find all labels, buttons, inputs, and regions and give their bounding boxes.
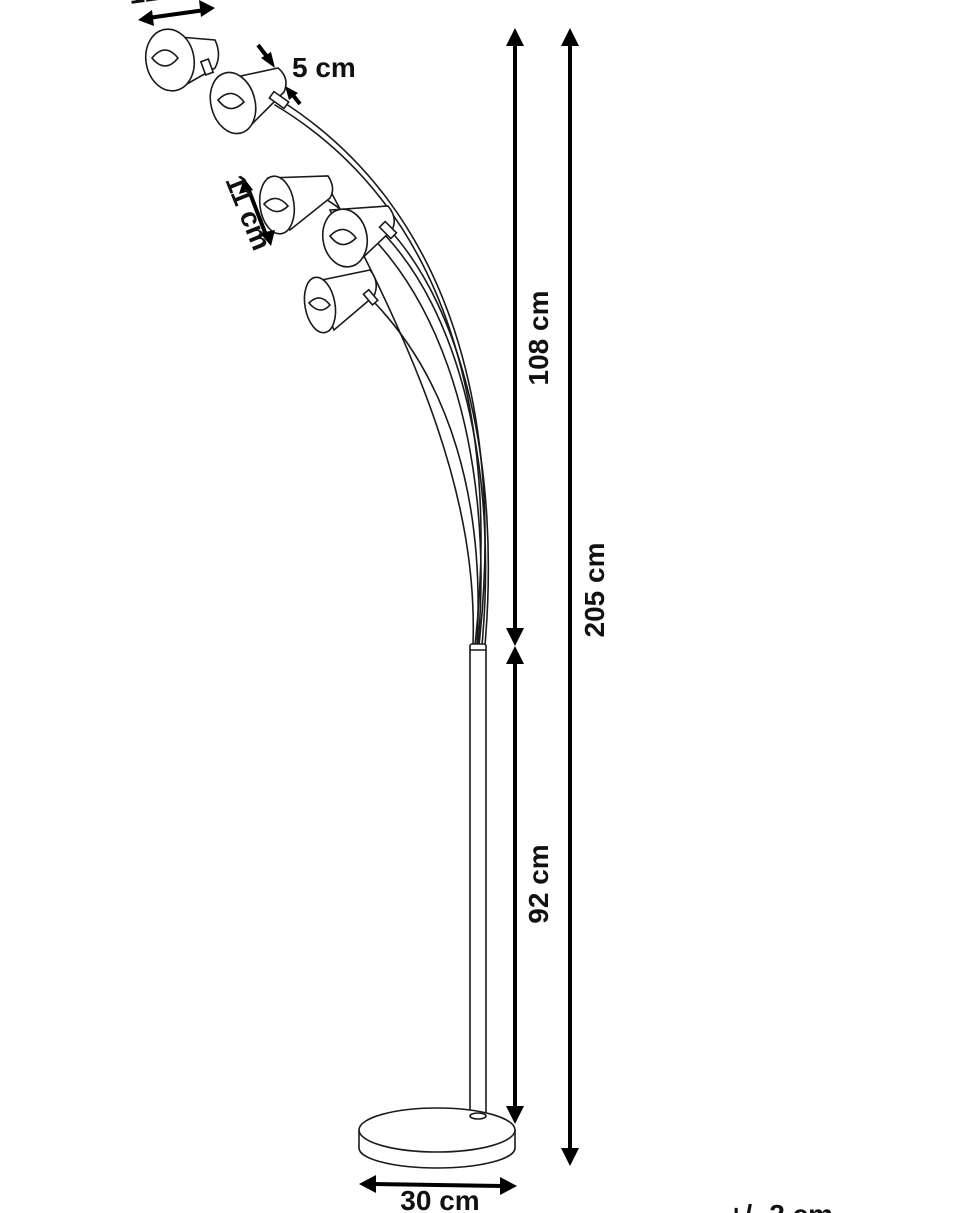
lamp-shade-5: [303, 269, 379, 334]
lamp-shade-3: [258, 175, 334, 235]
lamp-shade-2: [209, 67, 290, 135]
dimension-arc-height-arrow: [506, 28, 524, 646]
shade-5-connector: [362, 288, 379, 307]
lamp-pole: [469, 643, 487, 1120]
label-tolerance: +/- 2 cm: [728, 1199, 833, 1213]
dimension-pole-height-arrow: [506, 646, 524, 1124]
dimension-lines: [138, 0, 579, 1195]
shade-2-connector: [268, 90, 290, 110]
label-base-diameter: 30 cm: [400, 1185, 479, 1213]
shade-4-connector: [378, 220, 398, 240]
shade-1-bulb: [150, 49, 180, 67]
arm-5: [329, 189, 475, 646]
label-pole-height: 92 cm: [523, 844, 554, 923]
dimension-connector-arrows: [256, 43, 302, 106]
lamp-shade-1: [144, 28, 220, 92]
lamp-drawing: [144, 28, 516, 1169]
arm-3b: [387, 227, 490, 646]
shade-3-bulb: [262, 197, 290, 213]
lamp-shade-4: [321, 205, 398, 268]
label-connector-width: 5 cm: [292, 52, 356, 83]
arm-4: [371, 299, 479, 646]
label-arc-height: 108 cm: [523, 291, 554, 386]
base-inner: [469, 1112, 487, 1120]
base-top: [358, 1107, 516, 1153]
label-total-height: 205 cm: [579, 543, 610, 638]
label-shade-diameter: 12 cm: [127, 0, 210, 10]
dimension-shade-diameter-arrow: [138, 0, 215, 26]
shade-5-bulb: [307, 297, 332, 311]
pole-body: [469, 643, 487, 1117]
lamp-base: [358, 1107, 516, 1169]
dimension-shade-height-arrow: [239, 178, 275, 246]
shade-1-connector: [199, 58, 215, 76]
arm-3: [379, 229, 487, 646]
shade-2-bulb: [216, 92, 246, 110]
lamp-arms: [274, 99, 490, 646]
shade-4-bulb: [328, 228, 358, 246]
dimension-base-diameter-arrow: [359, 1175, 517, 1195]
dimension-total-height-arrow: [561, 28, 579, 1166]
